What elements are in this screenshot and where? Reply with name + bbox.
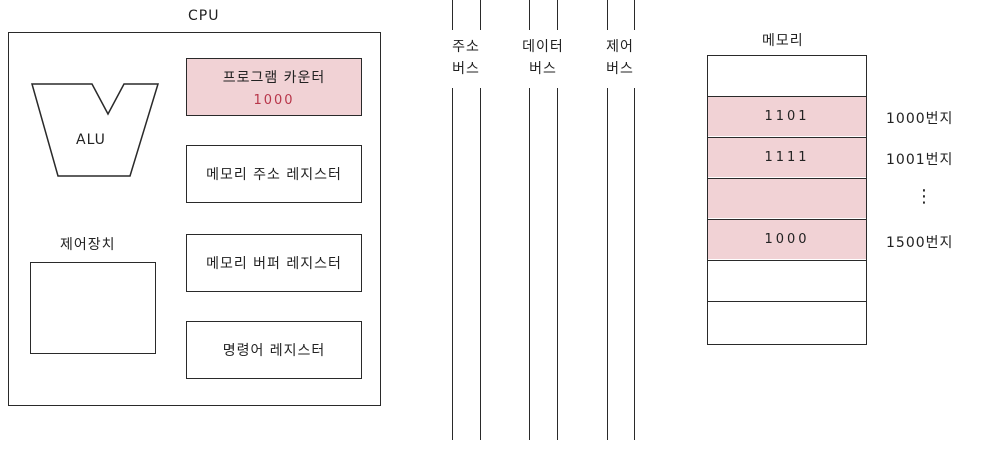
memory-address-label: 1000번지 bbox=[886, 111, 954, 127]
control-unit-box bbox=[30, 262, 156, 354]
data-bus-line bbox=[529, 0, 530, 30]
bus-label-line2: 버스 bbox=[529, 61, 557, 77]
register-label: 메모리 주소 레지스터 bbox=[206, 167, 342, 183]
memory-title: 메모리 bbox=[762, 33, 804, 49]
register-label: 메모리 버퍼 레지스터 bbox=[206, 256, 342, 272]
address-bus-label: 주소 버스 bbox=[436, 36, 496, 80]
register-memory-buffer: 메모리 버퍼 레지스터 bbox=[186, 234, 362, 292]
bus-label-line1: 데이터 bbox=[522, 39, 564, 55]
memory-cell: 1111 bbox=[708, 137, 866, 177]
address-bus-line bbox=[480, 88, 481, 440]
control-bus-line bbox=[634, 88, 635, 440]
address-bus-line bbox=[480, 0, 481, 30]
data-bus-line bbox=[557, 0, 558, 30]
data-bus-label: 데이터 버스 bbox=[513, 36, 573, 80]
memory-cell bbox=[708, 178, 866, 218]
memory-cell bbox=[708, 260, 866, 300]
bus-label-line2: 버스 bbox=[452, 61, 480, 77]
register-instruction: 명령어 레지스터 bbox=[186, 321, 362, 379]
bus-label-line1: 제어 bbox=[606, 39, 634, 55]
address-bus-line bbox=[452, 88, 453, 440]
control-bus-line bbox=[607, 0, 608, 30]
register-program-counter: 프로그램 카운터 1000 bbox=[186, 58, 362, 116]
register-value: 1000 bbox=[253, 92, 295, 108]
register-label: 프로그램 카운터 bbox=[222, 69, 326, 86]
memory-box: 1101 1111 1000 bbox=[707, 55, 867, 345]
cpu-title: CPU bbox=[188, 8, 220, 24]
memory-cell bbox=[708, 301, 866, 341]
memory-address-ellipsis: ⋮ bbox=[915, 186, 934, 207]
control-bus-label: 제어 버스 bbox=[590, 36, 650, 80]
memory-cell bbox=[708, 56, 866, 95]
memory-cell: 1000 bbox=[708, 219, 866, 259]
control-bus-line bbox=[607, 88, 608, 440]
address-bus-line bbox=[452, 0, 453, 30]
memory-cell: 1101 bbox=[708, 96, 866, 136]
register-memory-address: 메모리 주소 레지스터 bbox=[186, 145, 362, 203]
alu-label: ALU bbox=[76, 132, 106, 148]
memory-address-label: 1001번지 bbox=[886, 152, 954, 168]
memory-address-label: 1500번지 bbox=[886, 235, 954, 251]
data-bus-line bbox=[557, 88, 558, 440]
register-label: 명령어 레지스터 bbox=[222, 343, 326, 359]
control-unit-label: 제어장치 bbox=[60, 237, 116, 253]
bus-label-line1: 주소 bbox=[452, 39, 480, 55]
control-bus-line bbox=[634, 0, 635, 30]
alu-shape bbox=[31, 83, 160, 177]
data-bus-line bbox=[529, 88, 530, 440]
bus-label-line2: 버스 bbox=[606, 61, 634, 77]
